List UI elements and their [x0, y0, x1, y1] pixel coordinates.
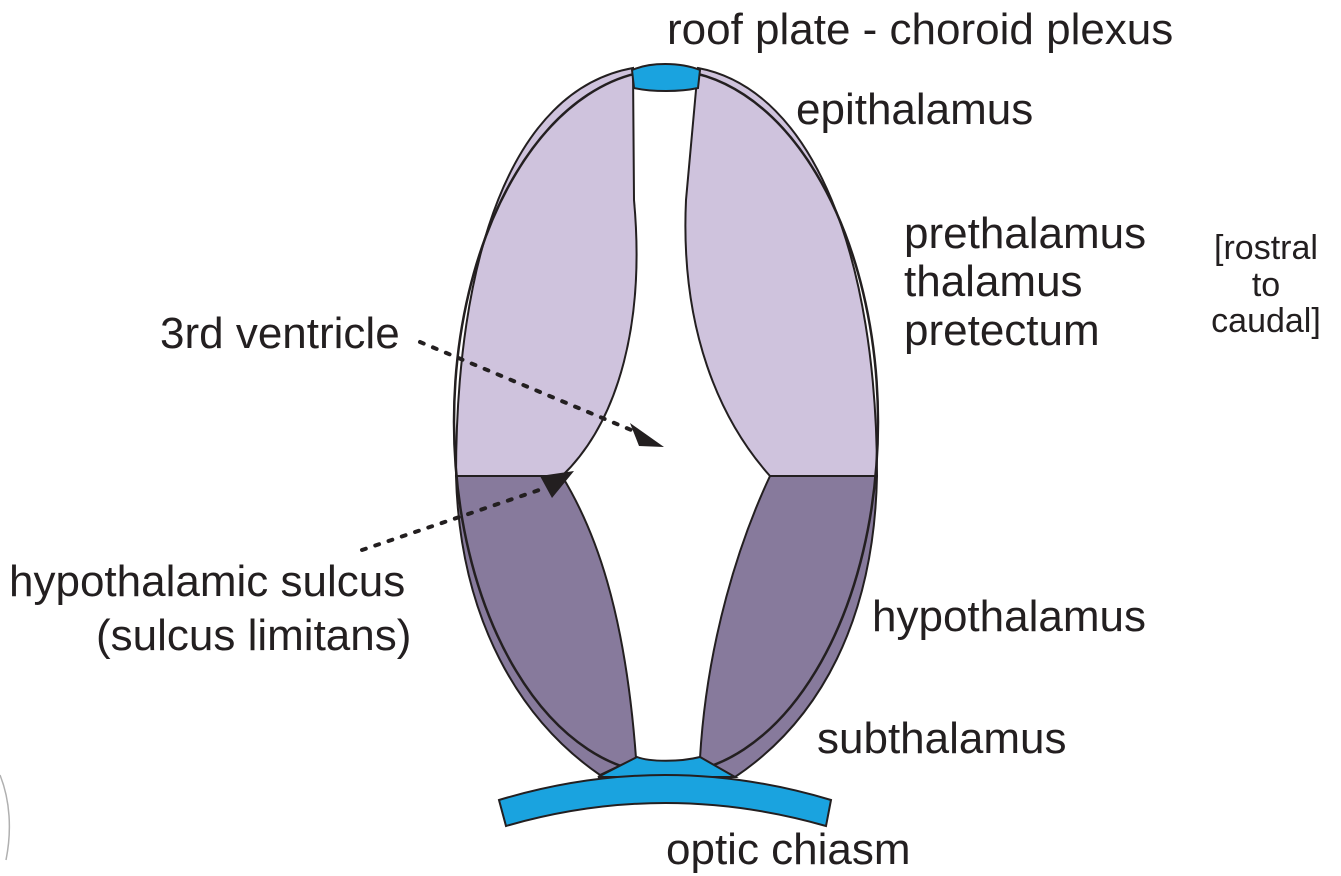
- optic-chiasm-band: [499, 775, 831, 826]
- edge-mark: [0, 775, 9, 860]
- thalamus-label: thalamus: [904, 258, 1146, 306]
- third-ventricle-label: 3rd ventricle: [160, 312, 400, 356]
- hypothalamic-sulcus-label: hypothalamic sulcus: [9, 560, 405, 604]
- subthalamus-label: subthalamus: [817, 717, 1066, 761]
- thalamic-regions-label-group: prethalamus thalamus pretectum: [904, 210, 1146, 355]
- third-ventricle-arrowhead: [630, 423, 664, 447]
- roof-plate-label: roof plate - choroid plexus: [667, 8, 1173, 52]
- roof-plate: [632, 64, 700, 91]
- left-ventral-region: [456, 476, 636, 775]
- left-dorsal-region: [456, 68, 637, 476]
- optic-chiasm-label: optic chiasm: [666, 828, 911, 872]
- rostral-note-line-2: to: [1196, 267, 1336, 304]
- hypothalamus-label: hypothalamus: [872, 595, 1146, 639]
- rostral-note-line-3: caudal]: [1196, 303, 1336, 340]
- rostral-to-caudal-note: [rostral to caudal]: [1196, 230, 1336, 340]
- epithalamus-label: epithalamus: [796, 88, 1033, 132]
- prethalamus-label: prethalamus: [904, 210, 1146, 258]
- pretectum-label: pretectum: [904, 307, 1146, 355]
- rostral-note-line-1: [rostral: [1196, 230, 1336, 267]
- sulcus-limitans-label: (sulcus limitans): [96, 614, 411, 658]
